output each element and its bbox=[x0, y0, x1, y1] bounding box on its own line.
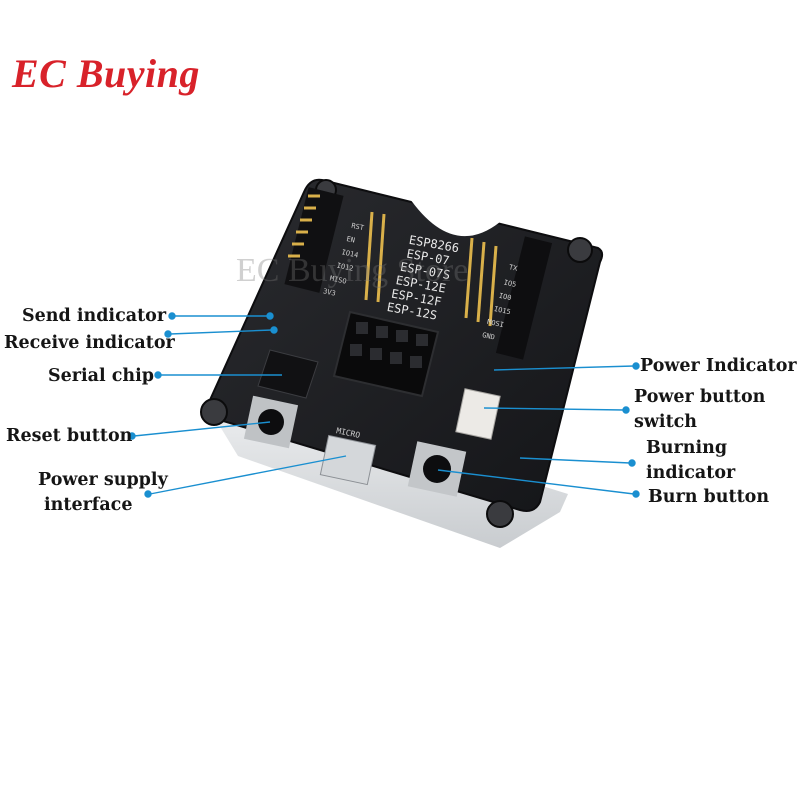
svg-text:IO15: IO15 bbox=[493, 305, 511, 316]
pogo-pins bbox=[364, 211, 498, 327]
burn-button-part bbox=[407, 441, 467, 497]
leader-lines bbox=[128, 312, 640, 498]
label-burning-line1: Burning bbox=[646, 438, 728, 458]
micro-usb-port bbox=[319, 434, 377, 486]
reset-button-part bbox=[243, 395, 299, 449]
right-pin-header bbox=[495, 236, 553, 360]
label-power-supply-line1: Power supply bbox=[38, 470, 168, 490]
label-power-switch-line2: switch bbox=[634, 412, 698, 432]
label-receive-indicator: Receive indicator bbox=[4, 333, 175, 353]
svg-text:GND: GND bbox=[481, 331, 495, 341]
svg-text:EN: EN bbox=[346, 235, 356, 245]
left-pin-header bbox=[284, 187, 344, 293]
serial-chip bbox=[257, 349, 319, 399]
svg-text:3V3: 3V3 bbox=[322, 287, 336, 297]
svg-text:MISO: MISO bbox=[329, 274, 347, 285]
silk-right-pins: TX IO5 IO0 IO15 MOSI GND bbox=[481, 263, 519, 341]
silkscreen-title: ESP8266 ESP-07 ESP-07S ESP-12E ESP-12F E… bbox=[386, 233, 460, 323]
power-switch-part bbox=[455, 388, 501, 440]
label-reset-button: Reset button bbox=[6, 426, 133, 446]
svg-text:MOSI: MOSI bbox=[486, 318, 504, 329]
silk-left-pins: RST EN IO14 IO12 MISO 3V3 bbox=[322, 222, 366, 298]
label-burn-button: Burn button bbox=[648, 487, 770, 507]
label-burning-line2: indicator bbox=[646, 463, 736, 483]
label-power-switch-line1: Power button bbox=[634, 387, 766, 407]
corner-screws bbox=[200, 179, 593, 528]
svg-text:IO14: IO14 bbox=[341, 248, 359, 259]
label-send-indicator: Send indicator bbox=[22, 306, 167, 326]
svg-text:IO12: IO12 bbox=[336, 262, 354, 273]
label-serial-chip: Serial chip bbox=[48, 366, 154, 386]
brand-logo: EC Buying bbox=[12, 51, 200, 96]
socket-cutout bbox=[408, 196, 500, 237]
label-power-supply-line2: interface bbox=[44, 495, 133, 515]
watermark: EC Buying Store bbox=[236, 252, 469, 289]
label-power-indicator: Power Indicator bbox=[640, 356, 797, 376]
svg-text:IO0: IO0 bbox=[498, 292, 512, 302]
female-header bbox=[332, 310, 440, 398]
svg-text:TX: TX bbox=[508, 263, 519, 273]
svg-text:IO5: IO5 bbox=[503, 278, 517, 288]
svg-text:RST: RST bbox=[351, 222, 366, 233]
